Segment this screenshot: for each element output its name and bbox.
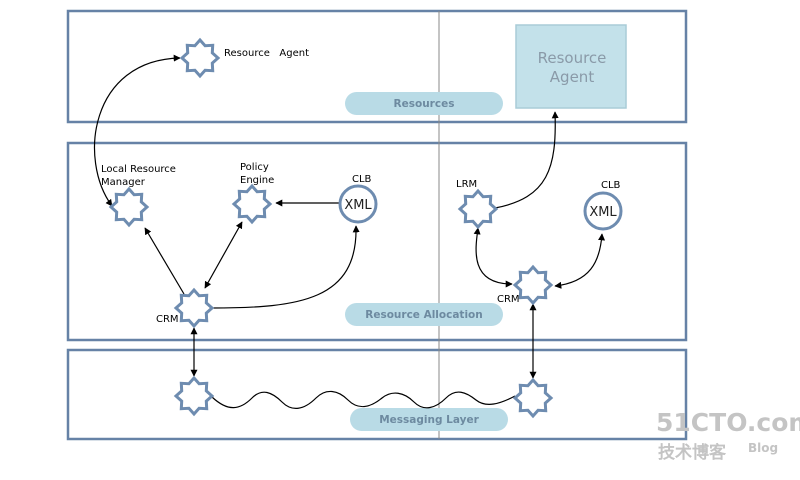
right-clb-label: CLB: [601, 180, 621, 191]
messaging-wave-link: [211, 390, 516, 409]
policy-engine-label-line1: Policy: [240, 162, 269, 173]
right-lrm-to-resource-agent-arrow: [494, 111, 559, 209]
resource-agent-box-line2: Agent: [550, 68, 595, 86]
right-clb-xml-circle: [583, 191, 623, 231]
right-lrm-star-icon: [458, 189, 498, 229]
left-crm-star-icon: [174, 288, 214, 328]
resource-agent-box-line1: Resource: [538, 49, 607, 67]
lrm-label-line1: Local Resource: [101, 164, 176, 175]
local-resource-manager-star-icon: [109, 187, 149, 227]
messaging-layer-panel: [66, 348, 688, 441]
left-xml-label: XML: [344, 198, 372, 213]
crm-to-lrm-arrow: [144, 227, 185, 295]
crm-policy-engine-arrow: [204, 221, 243, 289]
resource-allocation-panel: [66, 141, 688, 342]
crm-to-clb-arrow: [211, 225, 360, 309]
messaging-layer-pill-label: Messaging Layer: [379, 414, 479, 426]
resource-agent-star-icon: [180, 38, 220, 78]
resource-agent-box: [515, 24, 627, 109]
right-xml-label: XML: [589, 205, 617, 220]
watermark-chinese: 技术博客: [658, 442, 727, 463]
right-crm-lrm-arrow: [473, 227, 513, 288]
resource-agent-label: Resource Agent: [224, 48, 309, 59]
resource-allocation-pill: [345, 303, 503, 326]
left-messaging-node-star-icon: [174, 376, 214, 416]
right-crm-clb-arrow: [554, 233, 606, 289]
resources-pill-label: Resources: [394, 98, 455, 110]
left-clb-label: CLB: [352, 174, 372, 185]
right-crm-label: CRM: [497, 294, 520, 305]
lrm-to-resource-agent-arrow: [93, 54, 181, 207]
policy-engine-star-icon: [232, 184, 272, 224]
messaging-layer-pill: [350, 408, 508, 431]
right-crm-star-icon: [513, 265, 553, 305]
right-messaging-node-star-icon: [513, 378, 553, 418]
resources-panel: [66, 9, 688, 124]
resource-allocation-pill-label: Resource Allocation: [365, 309, 482, 321]
left-crm-label: CRM: [156, 314, 179, 325]
left-clb-xml-circle: [338, 184, 378, 224]
right-lrm-label: LRM: [456, 179, 477, 190]
watermark-site: 51CTO.com: [656, 408, 800, 437]
policy-engine-label-line2: Engine: [240, 175, 274, 186]
resources-pill: [345, 92, 503, 115]
watermark-blog: Blog: [748, 441, 778, 455]
lrm-label-line2: Manager: [101, 177, 146, 188]
